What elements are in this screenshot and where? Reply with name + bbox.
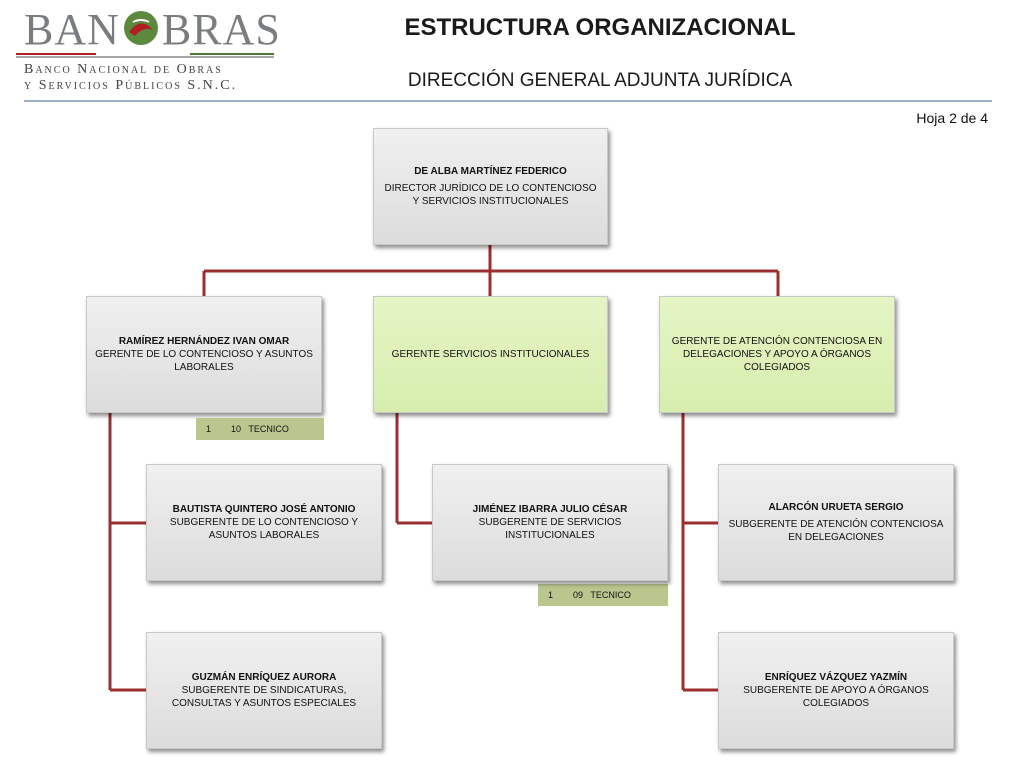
connector-lines (108, 245, 780, 692)
org-box-sub-left-2: GUZMÁN ENRÍQUEZ AURORA SUBGERENTE DE SIN… (146, 632, 382, 749)
page-title: ESTRUCTURA ORGANIZACIONAL (404, 14, 796, 41)
org-box-sub-right-1: ALARCÓN URUETA SERGIO SUBGERENTE DE ATEN… (718, 464, 954, 581)
org-box-manager-center: GERENTE SERVICIOS INSTITUCIONALES (373, 296, 608, 413)
org-box-manager-right: GERENTE DE ATENCIÓN CONTENCIOSA EN DELEG… (659, 296, 895, 413)
logo-red-stripe (16, 53, 96, 55)
org-box-sub-center-1: JIMÉNEZ IBARRA JULIO CÉSAR SUBGERENTE DE… (432, 464, 668, 581)
sheet-number: Hoja 2 de 4 (916, 110, 988, 126)
logo-underline (16, 56, 274, 58)
header-divider (24, 100, 992, 102)
sub-center-1-name: JIMÉNEZ IBARRA JULIO CÉSAR (472, 504, 628, 515)
org-box-sub-right-2: ENRÍQUEZ VÁZQUEZ YAZMÍN SUBGERENTE DE AP… (718, 632, 954, 749)
banobras-logo: BAN BRAS Banco Nacional de Obras y Servic… (12, 6, 280, 96)
tag-technician-center: 1 09 TECNICO (538, 584, 668, 606)
director-role: DIRECTOR JURÍDICO DE LO CONTENCIOSO Y SE… (384, 183, 597, 207)
logo-word-right: BRAS (161, 5, 281, 54)
manager-left-name: RAMÍREZ HERNÁNDEZ IVAN OMAR (118, 336, 290, 347)
sub-left-1-name: BAUTISTA QUINTERO JOSÉ ANTONIO (172, 504, 356, 515)
logo-wordmark: BAN BRAS (24, 6, 281, 54)
sub-left-2-name: GUZMÁN ENRÍQUEZ AURORA (191, 672, 337, 683)
sub-right-1-name: ALARCÓN URUETA SERGIO (768, 502, 904, 513)
sub-left-1-role: SUBGERENTE DE LO CONTENCIOSO Y ASUNTOS L… (169, 517, 359, 541)
page-subtitle: DIRECCIÓN GENERAL ADJUNTA JURÍDICA (407, 70, 793, 91)
logo-green-stripe (190, 53, 274, 55)
org-box-sub-left-1: BAUTISTA QUINTERO JOSÉ ANTONIO SUBGERENT… (146, 464, 382, 581)
tag-technician-left: 1 10 TECNICO (196, 418, 324, 440)
manager-left-role: GERENTE DE LO CONTENCIOSO Y ASUNTOS LABO… (95, 349, 313, 373)
logo-subtitle-line-2: y Servicios Públicos S.N.C. (24, 78, 238, 93)
logo-subtitle-line-1: Banco Nacional de Obras (24, 62, 223, 77)
sub-left-2-role: SUBGERENTE DE SINDICATURAS, CONSULTAS Y … (171, 685, 357, 709)
org-box-manager-left: RAMÍREZ HERNÁNDEZ IVAN OMAR GERENTE DE L… (86, 296, 322, 413)
logo-word-left: BAN (24, 5, 120, 54)
manager-right-role: GERENTE DE ATENCIÓN CONTENCIOSA EN DELEG… (671, 336, 883, 373)
sub-right-1-role: SUBGERENTE DE ATENCIÓN CONTENCIOSA EN DE… (728, 519, 944, 543)
eagle-emblem-icon (123, 11, 158, 45)
director-name: DE ALBA MARTÍNEZ FEDERICO (414, 166, 567, 177)
sub-right-2-role: SUBGERENTE DE APOYO A ÓRGANOS COLEGIADOS (743, 685, 929, 709)
manager-center-role: GERENTE SERVICIOS INSTITUCIONALES (391, 349, 590, 360)
sub-center-1-role: SUBGERENTE DE SERVICIOS INSTITUCIONALES (478, 517, 622, 541)
sub-right-2-name: ENRÍQUEZ VÁZQUEZ YAZMÍN (764, 672, 908, 683)
org-box-director: DE ALBA MARTÍNEZ FEDERICO DIRECTOR JURÍD… (373, 128, 608, 245)
